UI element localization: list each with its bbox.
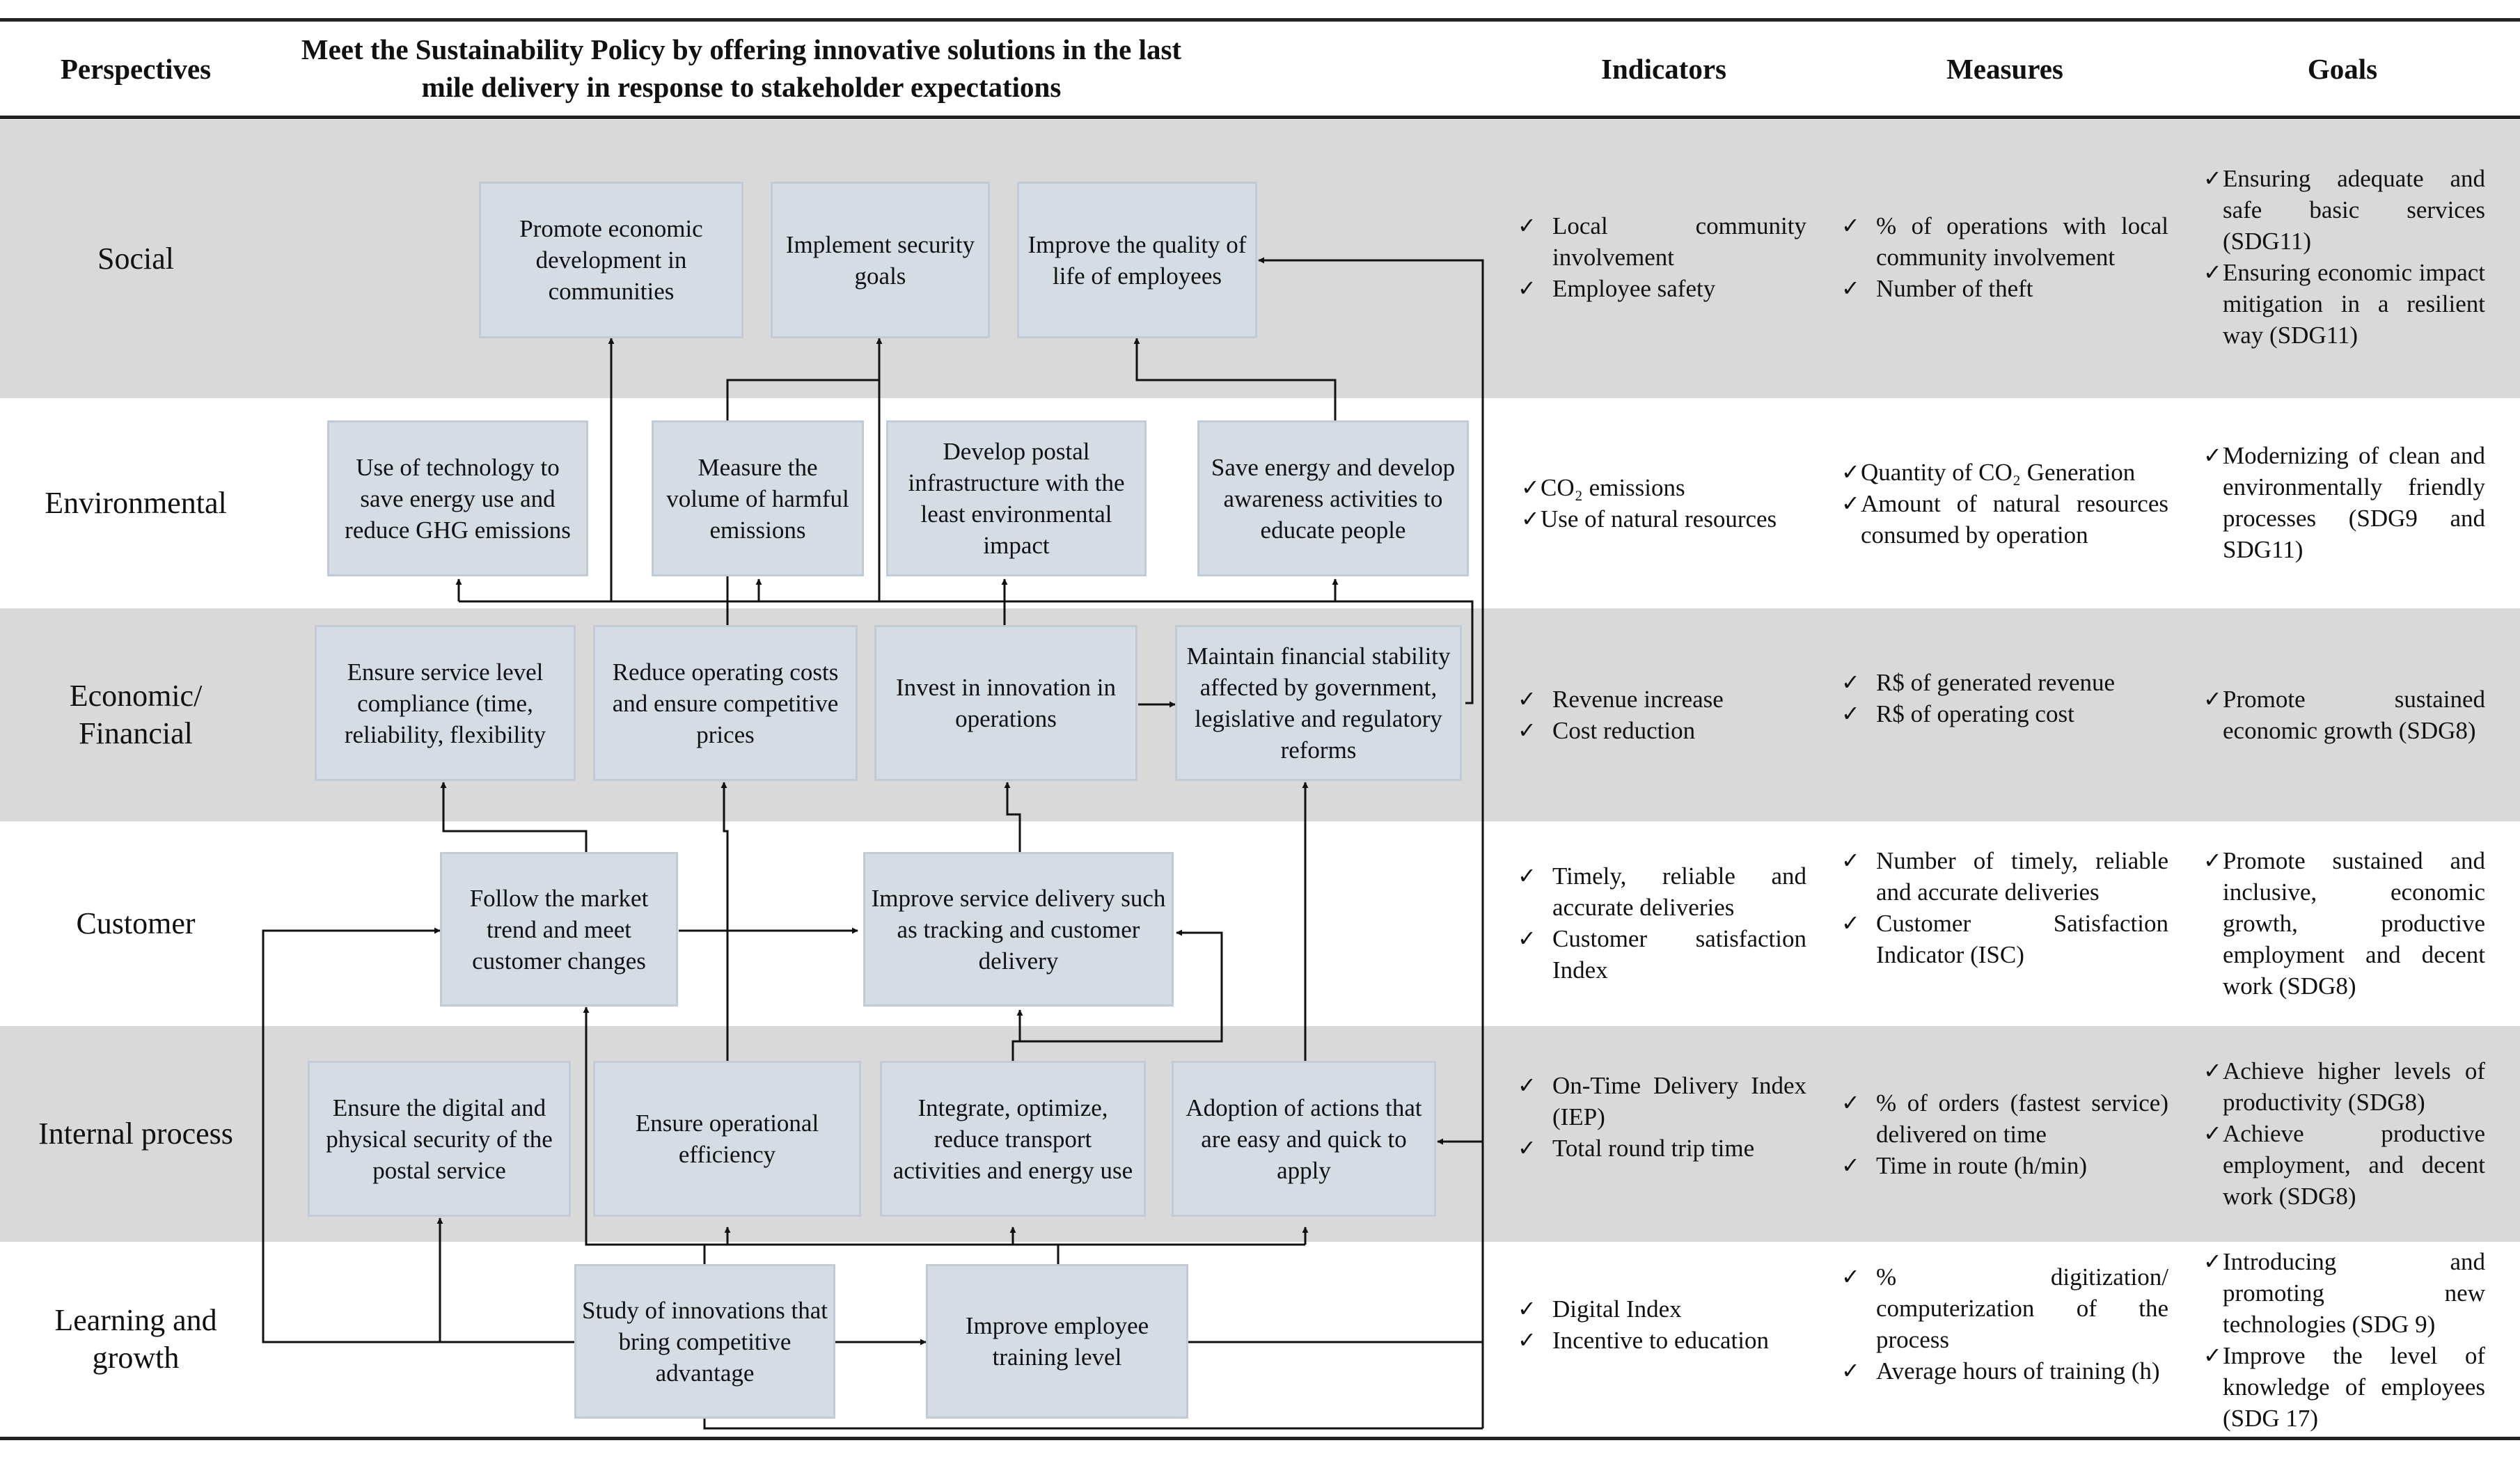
box-financial-stability: Maintain financial stability affected by… (1175, 625, 1462, 781)
header-perspectives: Perspectives (60, 53, 212, 85)
box-improve-quality-of-life: Improve the quality of life of employees (1017, 182, 1257, 338)
goals-learning: Introducing and promoting new technologi… (2203, 1246, 2485, 1434)
arrow-integrate-to-delivery (1011, 929, 1223, 1062)
perspective-economic: Economic/ Financial (69, 679, 203, 750)
indicator-item: Cost reduction (1518, 715, 1806, 746)
indicator-item: Use of natural resources (1521, 503, 1806, 535)
indicator-item: Employee safety (1518, 273, 1806, 304)
arrow-study-bottom-loop (703, 1419, 1483, 1430)
goal-item: Promote sustained economic growth (SDG8) (2203, 684, 2485, 746)
box-promote-economic-development: Promote economic development in communit… (479, 182, 743, 338)
goal-item: Modernizing of clean and environmentally… (2203, 440, 2485, 565)
measure-item: Customer Satisfaction Indicator (ISC) (1841, 908, 2168, 970)
goal-item: Promote sustained and inclusive, economi… (2203, 845, 2485, 1002)
box-postal-infrastructure: Develop postal infrastructure with the l… (886, 420, 1147, 576)
measure-item: Time in route (h/min) (1841, 1150, 2168, 1181)
header-strategy: Meet the Sustainability Policy by offeri… (301, 33, 1182, 103)
goals-environmental: Modernizing of clean and environmentally… (2203, 440, 2485, 565)
indicator-item: Incentive to education (1518, 1325, 1806, 1356)
indicators-economic: Revenue increase Cost reduction (1518, 684, 1806, 746)
box-operational-efficiency: Ensure operational efficiency (593, 1061, 861, 1217)
measures-internal: % of orders (fastest service) delivered … (1841, 1087, 2168, 1181)
top-rule (0, 18, 2520, 22)
indicator-item: Customer satisfaction Index (1518, 923, 1806, 986)
box-digital-security: Ensure the digital and physical security… (308, 1061, 571, 1217)
goals-economic: Promote sustained economic growth (SDG8) (2203, 684, 2485, 746)
arrow-study-left-loop (262, 927, 574, 1343)
measures-learning: % digitization/ computerization of the p… (1841, 1261, 2168, 1387)
box-measure-emissions: Measure the volume of harmful emissions (652, 420, 864, 576)
goal-item: Introducing and promoting new technologi… (2203, 1246, 2485, 1340)
box-service-level: Ensure service level compliance (time, r… (315, 625, 576, 781)
indicators-learning: Digital Index Incentive to education (1518, 1293, 1806, 1356)
measure-item: Quantity of CO₂ Generation (1841, 457, 2168, 488)
header-rule (0, 116, 2520, 119)
indicator-item: Revenue increase (1518, 684, 1806, 715)
arrow-ops-to-reduce-costs (720, 782, 729, 1062)
header-indicators: Indicators (1601, 53, 1726, 85)
arrow-market-to-service-level (440, 782, 588, 853)
indicators-internal: On-Time Delivery Index (IEP) Total round… (1518, 1070, 1806, 1164)
box-save-energy: Save energy and develop awareness activi… (1197, 420, 1469, 576)
box-technology-save-energy: Use of technology to save energy use and… (327, 420, 588, 576)
box-integrate-optimize: Integrate, optimize, reduce transport ac… (880, 1061, 1146, 1217)
box-service-delivery: Improve service delivery such as trackin… (863, 852, 1174, 1007)
arrow-right-spine-to-quality (1258, 257, 1484, 1428)
box-invest-innovation: Invest in innovation in operations (874, 625, 1137, 781)
header-goals: Goals (2307, 53, 2378, 85)
measure-item: % digitization/ computerization of the p… (1841, 1261, 2168, 1355)
box-market-trend: Follow the market trend and meet custome… (440, 852, 678, 1007)
measure-item: Average hours of training (h) (1841, 1355, 2168, 1387)
indicator-item: CO₂ emissions (1521, 472, 1806, 503)
perspective-customer: Customer (76, 906, 196, 940)
arrow-save-energy-to-quality (1133, 338, 1337, 423)
header-measures: Measures (1946, 53, 2063, 85)
goals-internal: Achieve higher levels of productivity (S… (2203, 1055, 2485, 1212)
measure-item: Number of theft (1841, 273, 2168, 304)
measure-item: R$ of generated revenue (1841, 667, 2168, 698)
indicator-item: Digital Index (1518, 1293, 1806, 1325)
measure-item: R$ of operating cost (1841, 698, 2168, 729)
measure-item: % of orders (fastest service) delivered … (1841, 1087, 2168, 1150)
measures-customer: Number of timely, reliable and accurate … (1841, 845, 2168, 970)
measure-item: % of operations with local community inv… (1841, 210, 2168, 273)
goals-customer: Promote sustained and inclusive, economi… (2203, 845, 2485, 1002)
goal-item: Achieve higher levels of productivity (S… (2203, 1055, 2485, 1118)
goal-item: Improve the level of knowledge of employ… (2203, 1340, 2485, 1434)
box-reduce-costs: Reduce operating costs and ensure compet… (593, 625, 858, 781)
indicators-environmental: CO₂ emissions Use of natural resources (1521, 472, 1806, 535)
arrow-delivery-to-invest (1004, 782, 1021, 853)
indicator-item: Total round trip time (1518, 1133, 1806, 1164)
box-implement-security-goals: Implement security goals (771, 182, 990, 338)
measures-social: % of operations with local community inv… (1841, 210, 2168, 304)
perspective-environmental: Environmental (45, 486, 227, 520)
indicator-item: On-Time Delivery Index (IEP) (1518, 1070, 1806, 1133)
perspective-learning: Learning and growth (54, 1303, 217, 1375)
perspective-social: Social (97, 242, 174, 276)
goal-item: Achieve productive employment, and decen… (2203, 1118, 2485, 1212)
goals-social: Ensuring adequate and safe basic service… (2203, 163, 2485, 351)
perspective-internal: Internal process (38, 1117, 233, 1151)
bottom-rule (0, 1437, 2520, 1440)
indicator-item: Timely, reliable and accurate deliveries (1518, 860, 1806, 923)
goal-item: Ensuring adequate and safe basic service… (2203, 163, 2485, 257)
indicators-social: Local community involvement Employee saf… (1518, 210, 1806, 304)
box-study-innovations: Study of innovations that bring competit… (574, 1264, 835, 1419)
measure-item: Number of timely, reliable and accurate … (1841, 845, 2168, 908)
box-adoption-actions: Adoption of actions that are easy and qu… (1172, 1061, 1436, 1217)
measure-item: Amount of natural resources consumed by … (1841, 488, 2168, 551)
goal-item: Ensuring economic impact mitigation in a… (2203, 257, 2485, 351)
measures-environmental: Quantity of CO₂ Generation Amount of nat… (1841, 457, 2168, 551)
measures-economic: R$ of generated revenue R$ of operating … (1841, 667, 2168, 729)
arrow-bus-left (459, 600, 1474, 704)
indicator-item: Local community involvement (1518, 210, 1806, 273)
box-employee-training: Improve employee training level (926, 1264, 1188, 1419)
indicators-customer: Timely, reliable and accurate deliveries… (1518, 860, 1806, 986)
